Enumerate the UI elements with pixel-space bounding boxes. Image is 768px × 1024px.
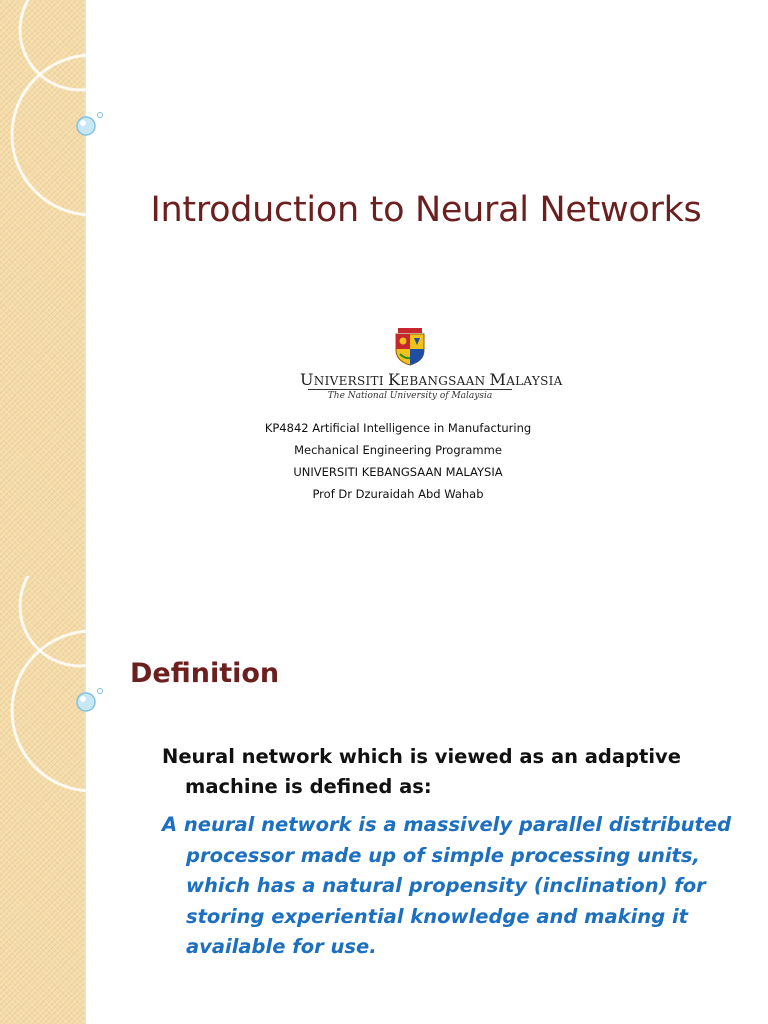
definition-quote-line: A neural network is a massively parallel…: [162, 813, 732, 836]
course-info-line: UNIVERSITI KEBANGSAAN MALAYSIA: [293, 465, 503, 479]
slide-title: Introduction to Neural Networks: [150, 190, 702, 230]
definition-lead-line: machine is defined as:: [185, 775, 432, 798]
university-logo: UNIVERSITI KEBANGSAAN MALAYSIA The Natio…: [300, 328, 563, 408]
definition-quote-line: processor made up of simple processing u…: [186, 843, 700, 867]
slide-2: Definition Neural network which is viewe…: [0, 576, 768, 1024]
slide-1: Introduction to Neural Networks UNIVERSI…: [0, 0, 702, 576]
side-band-rule: [84, 576, 86, 1024]
university-tagline: The National University of Malaysia: [327, 391, 493, 401]
course-info-line: Prof Dr Dzuraidah Abd Wahab: [312, 487, 484, 501]
logo-rule: [308, 389, 512, 390]
definition-quote-line: storing experiential knowledge and makin…: [186, 904, 688, 928]
definition-quote-line: available for use.: [186, 935, 377, 958]
slide-title: Definition: [130, 658, 280, 689]
university-crest-icon: [395, 328, 425, 366]
decorative-circles: [10, 576, 140, 793]
decorative-circles: [10, 0, 140, 217]
course-info-line: KP4842 Artificial Intelligence in Manufa…: [264, 421, 532, 435]
course-info-line: Mechanical Engineering Programme: [294, 443, 502, 457]
definition-quote: A neural network is a massively parallel…: [162, 810, 752, 963]
definition-lead: Neural network which is viewed as an ada…: [162, 742, 742, 802]
definition-quote-line: which has a natural propensity (inclinat…: [186, 874, 706, 897]
side-band-rule: [84, 0, 86, 576]
definition-lead-line: Neural network which is viewed as an ada…: [162, 745, 681, 768]
course-info: KP4842 Artificial Intelligence in Manufa…: [220, 417, 576, 505]
university-name: UNIVERSITI KEBANGSAAN MALAYSIA: [300, 370, 563, 389]
side-band: [0, 0, 85, 576]
